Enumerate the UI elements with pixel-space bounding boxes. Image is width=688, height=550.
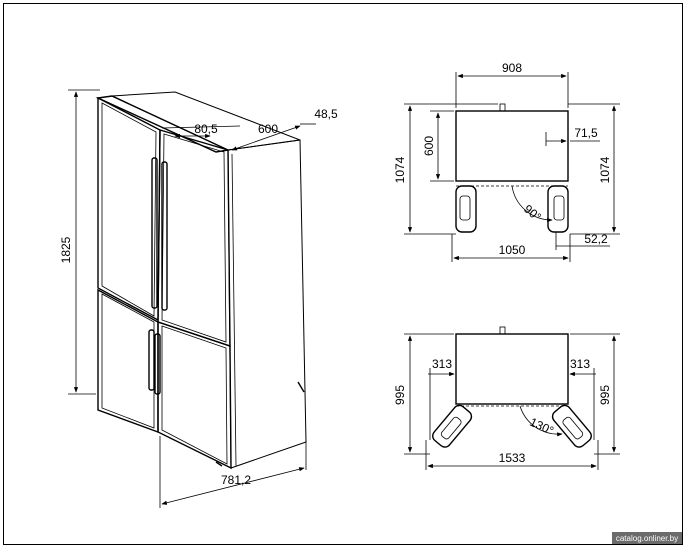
fridge-side-face xyxy=(227,139,307,469)
rear-offset-label: 71,5 xyxy=(574,126,598,140)
upper-right-handle xyxy=(161,161,168,311)
right-door-130 xyxy=(551,404,592,448)
upper-left-handle xyxy=(151,157,158,309)
upper-left-door xyxy=(97,96,161,322)
width-label: 908 xyxy=(502,61,522,75)
watermark-text: catalog.onliner.by xyxy=(616,534,678,543)
open-width-130: 1533 xyxy=(499,451,526,465)
lower-left-handle xyxy=(148,329,155,391)
height-label: 1825 xyxy=(59,236,73,263)
door-offset-label: 80,5 xyxy=(194,122,218,136)
right-door-open xyxy=(547,185,569,233)
fridge-top-face xyxy=(111,91,301,151)
side-clearance-left: 313 xyxy=(432,357,452,371)
cabinet-top-130 xyxy=(455,333,569,405)
side-clearance-right: 313 xyxy=(570,357,590,371)
open-angle-90: 90° xyxy=(521,202,544,225)
top-view-130: 130° 313 313 995 995 1533 xyxy=(393,326,620,470)
depth-label: 600 xyxy=(258,122,278,136)
left-door-open xyxy=(455,185,477,233)
total-depth-label: 781,2 xyxy=(221,473,251,487)
open-width-90: 1050 xyxy=(499,243,526,257)
depth-600-label: 600 xyxy=(422,136,436,156)
door-protrusion-label: 52,2 xyxy=(584,232,608,246)
handle-offset-label: 48,5 xyxy=(314,107,338,121)
cabinet-top xyxy=(455,110,569,182)
open-angle-130: 130° xyxy=(527,415,556,438)
total-depth-left-130: 995 xyxy=(393,385,407,405)
lower-right-drawer xyxy=(157,321,232,470)
total-depth-right-130: 995 xyxy=(598,385,612,405)
lower-right-handle xyxy=(154,333,161,395)
total-depth-left-90: 1074 xyxy=(393,156,407,183)
watermark-bg xyxy=(612,532,682,544)
upper-right-door xyxy=(157,129,231,347)
drawing-frame xyxy=(3,3,683,545)
left-door-130 xyxy=(432,404,473,448)
total-depth-right-90: 1074 xyxy=(598,156,612,183)
fridge-3d-view: 1825 80,5 600 48,5 781,2 xyxy=(59,89,338,508)
top-view-90: 90° 908 600 1074 71,5 107 xyxy=(393,61,620,262)
